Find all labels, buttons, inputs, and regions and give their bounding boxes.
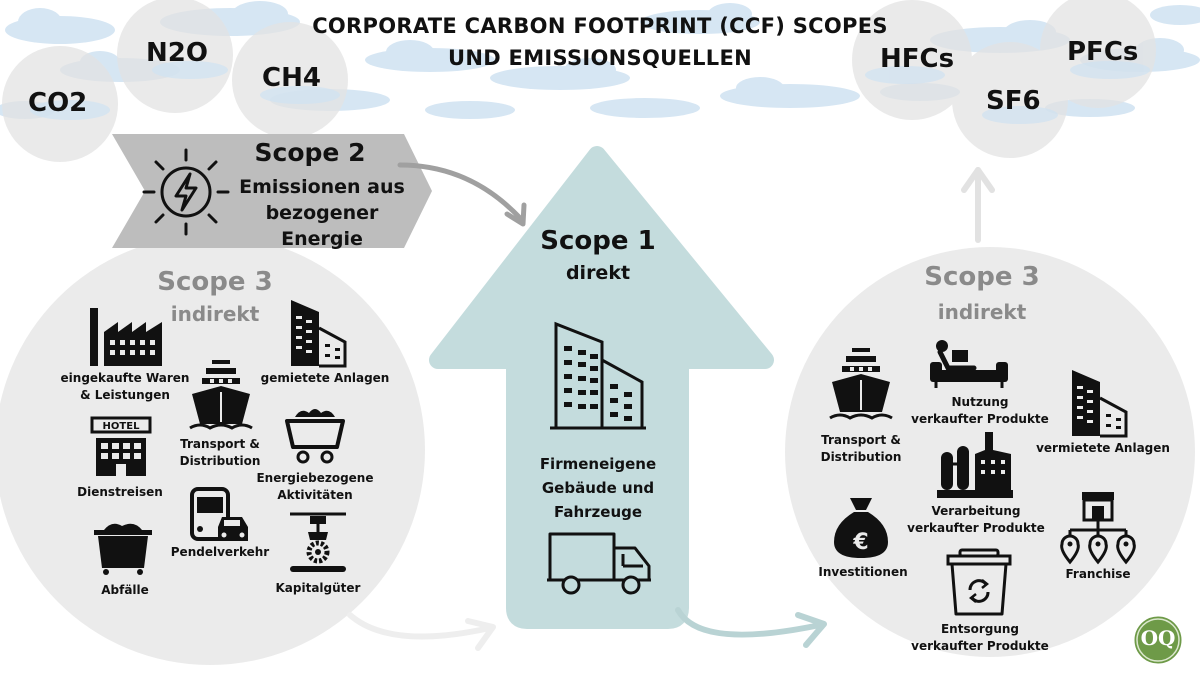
scope3-right-franchise: Franchise [1065, 567, 1131, 581]
franchise-network-icon [1060, 492, 1136, 565]
scope2-heading: Scope 2 [254, 138, 366, 167]
processing-line-2: verkaufter Produkte [907, 521, 1045, 535]
scope3-left-transport: Transport & Distribution [162, 436, 278, 470]
scope1-description: Firmeneigene Gebäude und Fahrzeuge [515, 452, 681, 524]
title-line-1: CORPORATE CARBON FOOTPRINT (CCF) SCOPES [312, 14, 888, 38]
scope3-left-subheading: indirekt [170, 302, 260, 326]
use-line-1: Nutzung [951, 395, 1009, 409]
scope3-right-subheading: indirekt [937, 300, 1027, 324]
use-line-2: verkaufter Produkte [911, 412, 1049, 426]
transport-left-line-1: Transport & [180, 437, 260, 451]
gas-pfcs: PFCs [1067, 37, 1139, 67]
scope2-description: Emissionen aus bezogener Energie [222, 174, 422, 252]
recycling-bin-icon [946, 548, 1012, 616]
scope3-left-waste: Abfälle [101, 583, 149, 597]
energy-line-1: Energiebezogene [256, 471, 374, 485]
scope3-right-transport: Transport & Distribution [800, 432, 922, 466]
scope1-subheading: direkt [565, 262, 631, 284]
scope3-right-heading: Scope 3 [924, 262, 1040, 292]
delivery-truck-icon [547, 532, 651, 595]
energy-line-2: Aktivitäten [277, 488, 353, 502]
disposal-line-2: verkaufter Produkte [911, 639, 1049, 653]
euro-money-bag-icon: € [834, 498, 888, 558]
gas-ch4: CH4 [262, 63, 321, 93]
diagram-title: CORPORATE CARBON FOOTPRINT (CCF) SCOPES … [0, 10, 1200, 74]
waste-container-icon [94, 523, 152, 575]
disposal-line-1: Entsorgung [940, 622, 1020, 636]
logo-text: OQ [1140, 626, 1176, 650]
bus-car-icon [190, 487, 248, 541]
purchased-line-1: eingekaufte Waren [60, 371, 190, 385]
scope3-right-leased-assets: vermietete Anlagen [1036, 441, 1170, 455]
clouds-background [0, 0, 1200, 162]
transport-right-line-1: Transport & [821, 433, 901, 447]
scope3-left-energy: Energiebezogene Aktivitäten [252, 470, 378, 504]
svg-text:€: € [852, 530, 868, 555]
scope2-line-2: bezogener Energie [265, 202, 379, 250]
scope1-line-3: Fahrzeuge [553, 503, 643, 521]
scope2-line-1: Emissionen aus [239, 176, 405, 198]
scope1-heading: Scope 1 [540, 226, 656, 256]
transport-left-line-2: Distribution [179, 454, 261, 468]
robot-arm-icon [290, 512, 346, 572]
ship-icon [829, 348, 893, 420]
scope1-line-2: Gebäude und [541, 479, 655, 497]
scope3-right-processing: Verarbeitung verkaufter Produkte [898, 503, 1054, 537]
gas-hfcs: HFCs [880, 44, 955, 74]
office-building-icon [550, 321, 646, 430]
scope3-right-disposal: Entsorgung verkaufter Produkte [900, 621, 1060, 655]
hotel-icon: HOTEL [90, 416, 152, 476]
scope3-left-commuting: Pendelverkehr [170, 545, 270, 559]
gas-sf6: SF6 [986, 86, 1041, 116]
scope3-left-purchased-goods: eingekaufte Waren & Leistungen [50, 370, 200, 404]
scope3-left-heading: Scope 3 [157, 267, 273, 297]
office-building-icon [1072, 370, 1128, 438]
gas-n2o: N2O [146, 38, 208, 68]
scope3-left-leased-assets: gemietete Anlagen [260, 371, 390, 385]
scope3-left-capital-goods: Kapitalgüter [275, 581, 361, 595]
industrial-plant-icon [937, 432, 1013, 498]
scope3-right-use-of-products: Nutzung verkaufter Produkte [905, 394, 1055, 428]
svg-text:HOTEL: HOTEL [103, 421, 141, 432]
transport-right-line-2: Distribution [820, 450, 902, 464]
processing-line-1: Verarbeitung [931, 504, 1021, 518]
gas-co2: CO2 [28, 88, 88, 118]
company-logo [1131, 613, 1185, 667]
factory-icon [90, 308, 162, 366]
scope3-right-investments: Investitionen [818, 565, 908, 579]
scope1-line-1: Firmeneigene [539, 455, 657, 473]
office-building-icon [291, 300, 347, 368]
purchased-line-2: & Leistungen [80, 388, 170, 402]
lightning-sun-icon [142, 148, 230, 236]
ship-icon [189, 360, 253, 430]
title-line-2: UND EMISSIONSQUELLEN [447, 46, 753, 70]
mine-cart-icon [285, 409, 345, 464]
person-couch-icon [930, 340, 1008, 388]
scope3-left-business-travel: Dienstreisen [77, 485, 163, 499]
